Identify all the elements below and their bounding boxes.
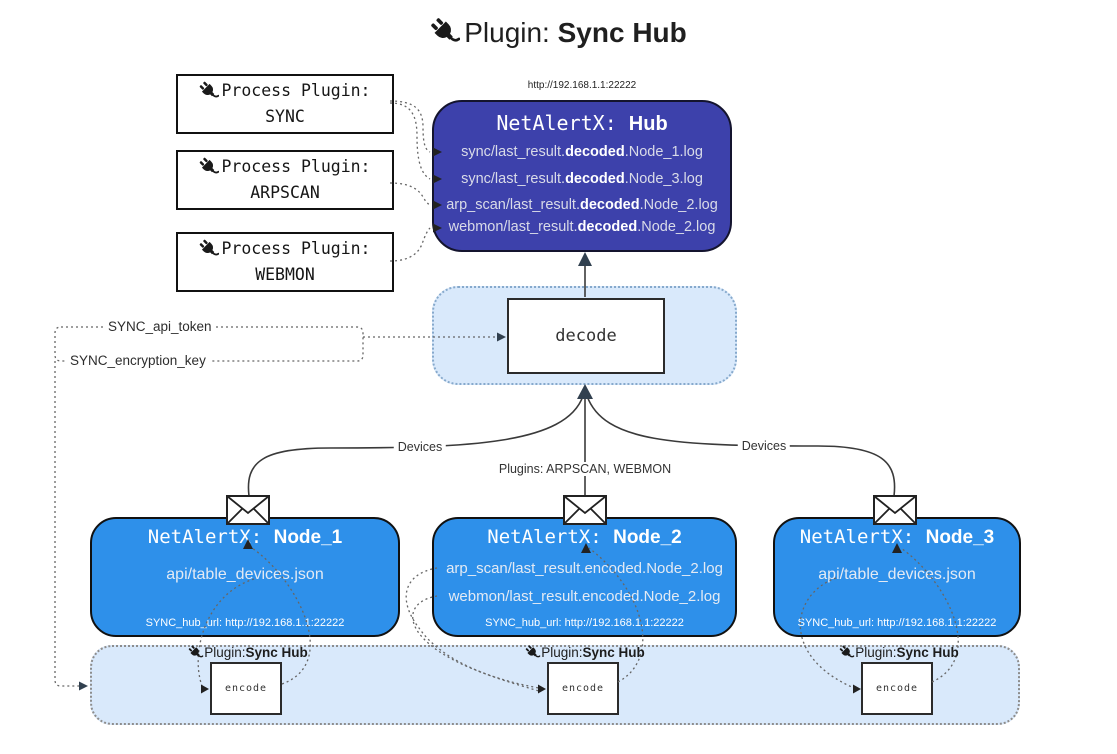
- encode-box-2: encode: [547, 662, 619, 715]
- plug-icon: [200, 239, 220, 256]
- sync-api-token-label: SYNC_api_token: [104, 319, 216, 334]
- hub-title-name: Hub: [628, 113, 668, 135]
- process-plugin-webmon: Process Plugin: WEBMON: [176, 232, 394, 292]
- hub-log-line: sync/last_result.decoded.Node_1.log: [461, 144, 703, 160]
- node-2-title: NetAlertX: Node_2: [487, 526, 682, 548]
- hub-url-label: http://192.168.1.1:22222: [527, 80, 637, 91]
- encode-plugin-label-1: Plugin: Sync Hub: [188, 644, 308, 661]
- plug-icon: [200, 157, 220, 174]
- process-plugin-label: Process Plugin:: [221, 239, 371, 259]
- encode-box-1: encode: [210, 662, 282, 715]
- edge-label-devices-right: Devices: [737, 439, 791, 453]
- hub-title: NetAlertX: Hub: [432, 111, 732, 136]
- node-2-hub-url: SYNC_hub_url: http://192.168.1.1:22222: [485, 617, 684, 629]
- node-3-hub-url: SYNC_hub_url: http://192.168.1.1:22222: [797, 617, 997, 629]
- edge-label-devices-left: Devices: [393, 440, 447, 454]
- node-3-line: api/table_devices.json: [818, 566, 976, 583]
- decode-box: decode: [507, 298, 665, 374]
- envelope-icon: [226, 495, 270, 525]
- envelope-icon: [873, 495, 917, 525]
- plug-icon: [839, 645, 855, 658]
- edge-label-plugins: Plugins: ARPSCAN, WEBMON: [494, 462, 676, 476]
- node-3-title: NetAlertX: Node_3: [799, 526, 995, 548]
- hub-log-line: sync/last_result.decoded.Node_3.log: [461, 171, 703, 187]
- node-2-line: arp_scan/last_result.encoded.Node_2.log: [446, 560, 723, 577]
- encode-box-3: encode: [861, 662, 933, 715]
- encode-plugin-label-3: Plugin: Sync Hub: [839, 644, 959, 661]
- page-title: Plugin: Sync Hub: [0, 16, 1117, 49]
- node-1-hub-url: SYNC_hub_url: http://192.168.1.1:22222: [145, 617, 345, 629]
- plug-icon: [188, 645, 204, 658]
- edge-nodes-to-decode: [247, 384, 896, 497]
- sync-encryption-key-label: SYNC_encryption_key: [66, 353, 210, 368]
- plug-icon: [525, 645, 541, 658]
- title-prefix: Plugin:: [464, 17, 558, 48]
- process-plugin-arpscan: Process Plugin: ARPSCAN: [176, 150, 394, 210]
- hub-box: [432, 100, 732, 252]
- plug-icon: [200, 81, 220, 98]
- hub-log-line: arp_scan/last_result.decoded.Node_2.log: [446, 197, 718, 213]
- hub-log-line: webmon/last_result.decoded.Node_2.log: [448, 219, 716, 235]
- plug-icon: [431, 18, 461, 42]
- node-1-line: api/table_devices.json: [166, 566, 324, 583]
- process-plugin-label: Process Plugin:: [221, 157, 371, 177]
- process-plugin-name: SYNC: [265, 107, 305, 126]
- process-plugin-sync: Process Plugin: SYNC: [176, 74, 394, 134]
- node-1-title: NetAlertX: Node_1: [147, 526, 343, 548]
- node-2-line: webmon/last_result.encoded.Node_2.log: [448, 588, 721, 605]
- process-plugin-name: ARPSCAN: [250, 183, 320, 202]
- hub-title-prefix: NetAlertX:: [496, 111, 629, 135]
- decode-label: decode: [555, 326, 617, 346]
- title-name: Sync Hub: [557, 17, 687, 48]
- process-plugin-label: Process Plugin:: [221, 81, 371, 101]
- arrowhead-icon: [79, 681, 88, 691]
- arrowhead-icon: [577, 384, 593, 399]
- envelope-icon: [563, 495, 607, 525]
- arrowhead-icon: [578, 252, 592, 266]
- process-plugin-name: WEBMON: [255, 265, 315, 284]
- encode-plugin-label-2: Plugin: Sync Hub: [525, 644, 645, 661]
